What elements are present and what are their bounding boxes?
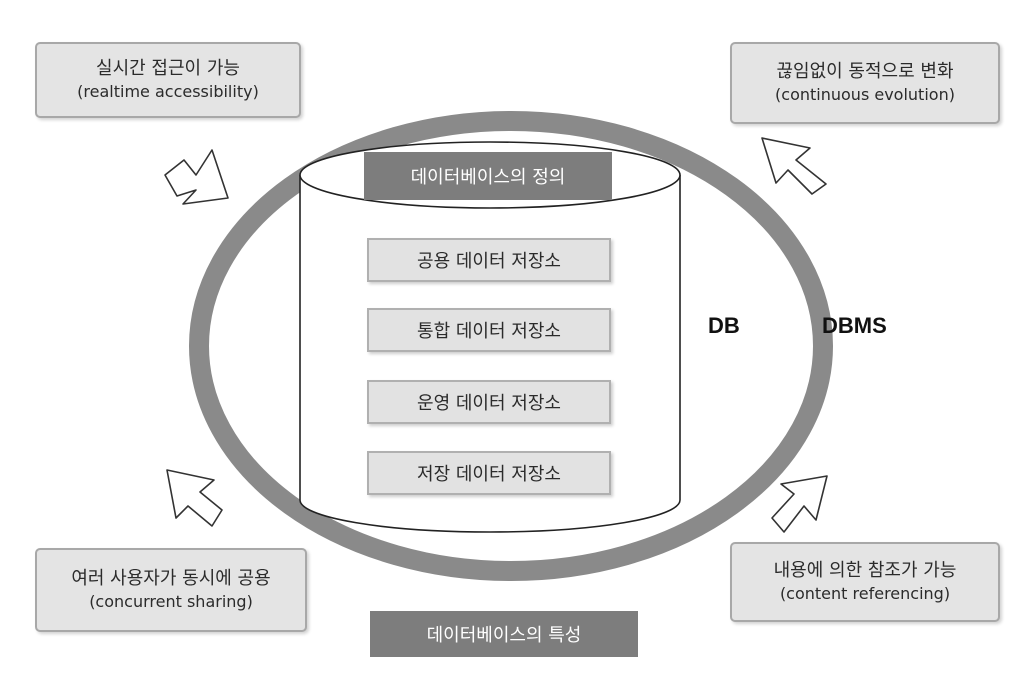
- store-item-operational: 운영 데이터 저장소: [367, 380, 611, 424]
- realtime-accessibility-en: (realtime accessibility): [77, 82, 259, 102]
- arrow-top-right-icon: [761, 137, 827, 195]
- realtime-accessibility-ko: 실시간 접근이 가능: [96, 58, 240, 80]
- store-item-stored: 저장 데이터 저장소: [367, 451, 611, 495]
- continuous-evolution-box: 끊임없이 동적으로 변화 (continuous evolution): [730, 42, 1000, 124]
- content-referencing-box: 내용에 의한 참조가 가능 (content referencing): [730, 542, 1000, 622]
- concurrent-sharing-ko: 여러 사용자가 동시에 공용: [71, 568, 271, 590]
- arrow-bottom-left-icon: [166, 469, 223, 527]
- store-item-integrated: 통합 데이터 저장소: [367, 308, 611, 352]
- content-referencing-en: (content referencing): [779, 584, 951, 604]
- dbms-ring: [189, 111, 833, 581]
- concurrent-sharing-box: 여러 사용자가 동시에 공용 (concurrent sharing): [35, 548, 307, 632]
- continuous-evolution-en: (continuous evolution): [775, 85, 955, 105]
- db-label: DB: [708, 313, 740, 338]
- dbms-label: DBMS: [822, 313, 887, 338]
- concurrent-sharing-en: (concurrent sharing): [89, 592, 253, 612]
- database-characteristics-caption: 데이터베이스의 특성: [370, 611, 638, 657]
- realtime-accessibility-box: 실시간 접근이 가능 (realtime accessibility): [35, 42, 301, 118]
- arrow-bottom-right-icon: [771, 475, 828, 533]
- content-referencing-ko: 내용에 의한 참조가 가능: [773, 560, 957, 582]
- continuous-evolution-ko: 끊임없이 동적으로 변화: [776, 61, 954, 83]
- store-item-shared: 공용 데이터 저장소: [367, 238, 611, 282]
- database-definition-title: 데이터베이스의 정의: [364, 152, 612, 200]
- arrow-top-left-icon: [164, 149, 229, 205]
